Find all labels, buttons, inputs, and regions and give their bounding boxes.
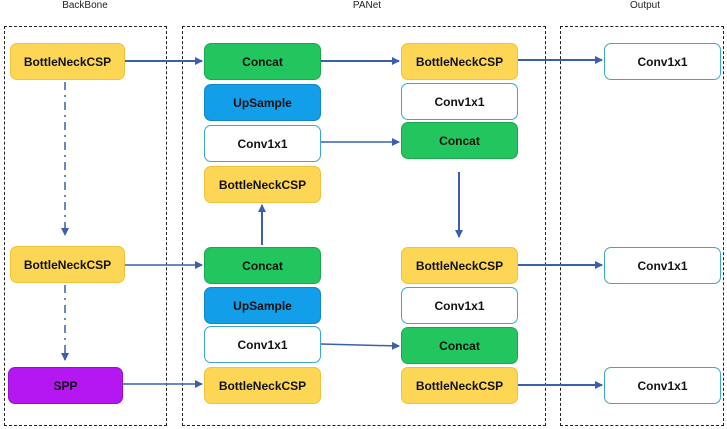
panet-label: PANet: [352, 0, 382, 11]
panet-conv1x1-4: Conv1x1: [401, 287, 518, 324]
panet-bottleneckcsp-2: BottleNeckCSP: [204, 367, 321, 404]
panet-conv1x1-3: Conv1x1: [401, 83, 518, 120]
output-conv1x1-1: Conv1x1: [604, 43, 721, 80]
backbone-bottleneckcsp-1: BottleNeckCSP: [10, 43, 125, 80]
panet-concat-3: Concat: [401, 122, 518, 159]
backbone-label: BackBone: [62, 0, 108, 11]
backbone-section: [4, 26, 167, 426]
panet-concat-1: Concat: [204, 43, 321, 80]
panet-upsample-2: UpSample: [204, 287, 321, 324]
output-conv1x1-3: Conv1x1: [604, 367, 721, 404]
panet-conv1x1-2: Conv1x1: [204, 326, 321, 363]
backbone-bottleneckcsp-2: BottleNeckCSP: [10, 246, 125, 283]
output-conv1x1-2: Conv1x1: [604, 247, 721, 284]
panet-concat-4: Concat: [401, 327, 518, 364]
panet-section: [182, 26, 546, 426]
output-section: [560, 26, 724, 426]
panet-bottleneckcsp-4: BottleNeckCSP: [401, 247, 518, 284]
arrow-conv2-concat4: [320, 341, 400, 350]
panet-upsample-1: UpSample: [204, 84, 321, 121]
backbone-spp: SPP: [8, 367, 123, 404]
panet-bottleneckcsp-1: BottleNeckCSP: [204, 166, 321, 203]
panet-bottleneckcsp-5: BottleNeckCSP: [401, 367, 518, 404]
panet-bottleneckcsp-3: BottleNeckCSP: [401, 43, 518, 80]
output-label: Output: [629, 0, 661, 11]
panet-concat-2: Concat: [204, 247, 321, 284]
panet-conv1x1-1: Conv1x1: [204, 125, 321, 162]
